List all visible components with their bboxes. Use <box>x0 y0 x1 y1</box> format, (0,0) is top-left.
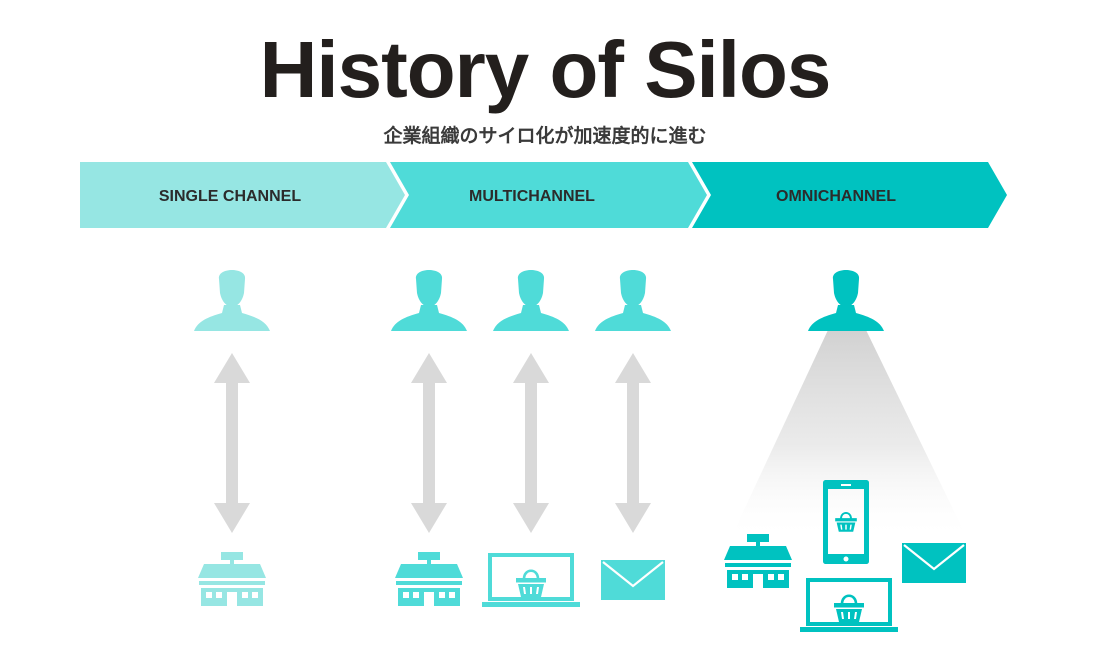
stage-label-multi: MULTICHANNEL <box>469 188 595 205</box>
stage-label-omni: OMNICHANNEL <box>776 188 896 205</box>
stage-single-channel <box>80 162 405 228</box>
person-icon <box>194 270 270 331</box>
multichannel-column <box>391 270 671 607</box>
envelope-icon <box>900 541 968 585</box>
page-subtitle: 企業組織のサイロ化が加速度的に進む <box>383 125 707 147</box>
double-arrow-icon <box>513 353 549 533</box>
double-arrow-icon <box>411 353 447 533</box>
stage-label-single: SINGLE CHANNEL <box>159 188 301 205</box>
spotlight-beam <box>730 330 968 540</box>
store-icon <box>724 534 792 588</box>
page-title: History of Silos <box>259 25 832 114</box>
store-icon <box>198 552 266 606</box>
double-arrow-icon <box>615 353 651 533</box>
person-icon <box>391 270 467 331</box>
single-channel-column <box>194 270 270 606</box>
stage-banner: SINGLE CHANNEL MULTICHANNEL OMNICHANNEL <box>80 162 1007 228</box>
person-icon <box>595 270 671 331</box>
stage-multichannel <box>390 162 707 228</box>
person-icon <box>808 270 884 331</box>
double-arrow-icon <box>214 353 250 533</box>
person-icon <box>493 270 569 331</box>
store-icon <box>395 552 463 606</box>
laptop-basket-icon <box>800 578 898 632</box>
envelope-icon <box>599 558 667 602</box>
omnichannel-column <box>724 270 968 632</box>
stage-omnichannel <box>692 162 1007 228</box>
laptop-basket-icon <box>482 553 580 607</box>
